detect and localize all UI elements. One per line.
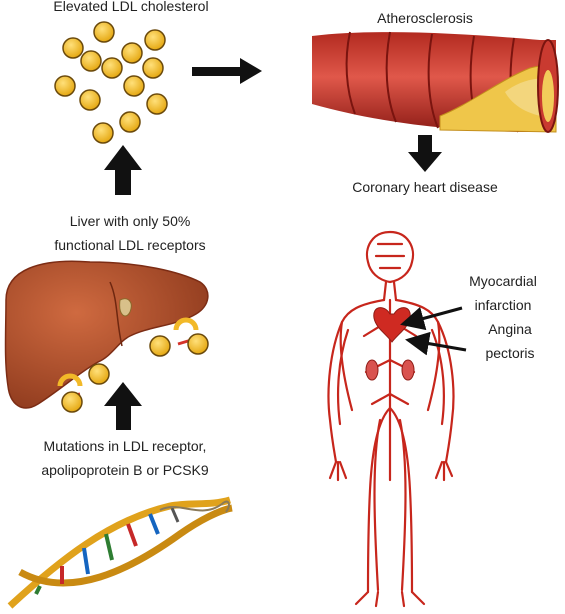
arrow-angina-pectoris <box>405 331 467 356</box>
arrow-up-liver-to-ldl <box>104 145 142 195</box>
ldl-particle-icon <box>101 57 123 79</box>
elevated-ldl-label: Elevated LDL cholesterol <box>53 0 209 14</box>
ldl-particle-icon <box>79 89 101 111</box>
angina-pectoris-label-line2: pectoris <box>485 345 535 361</box>
ldl-particle-icon <box>146 93 168 115</box>
ldl-particle-icon <box>187 333 209 355</box>
ldl-particle-icon <box>144 29 166 51</box>
ldl-particle-icon <box>119 111 141 133</box>
ldl-particle-icon <box>149 335 171 357</box>
ldl-particle-icon <box>93 21 115 43</box>
angina-pectoris-label-line1: Angina <box>488 321 532 337</box>
liver-label-line2: functional LDL receptors <box>54 237 206 253</box>
mutations-label-line1: Mutations in LDL receptor, <box>43 438 207 454</box>
ldl-particle-cluster <box>54 21 168 144</box>
ldl-particle-icon <box>61 391 83 413</box>
mutations-label-line2: apolipoprotein B or PCSK9 <box>41 462 209 478</box>
ldl-particle-icon <box>123 75 145 97</box>
kidney-icon <box>401 359 415 381</box>
arrow-myocardial-infarction <box>400 306 463 331</box>
dna-helix-illustration <box>7 496 233 609</box>
arrow-down <box>408 135 442 172</box>
liver-label-line1: Liver with only 50% <box>69 213 191 229</box>
ldl-particle-icon <box>80 50 102 72</box>
ldl-particle-icon <box>54 75 76 97</box>
body-circulatory-illustration <box>327 230 455 608</box>
kidney-icon <box>365 359 379 381</box>
ldl-particle-icon <box>88 363 110 385</box>
arrow-right <box>192 58 262 84</box>
ldl-particle-icon <box>92 122 114 144</box>
liver-illustration <box>4 260 209 413</box>
myocardial-infarction-label-line2: infarction <box>474 297 532 313</box>
arrow-up-mutations-to-liver <box>104 382 142 430</box>
artery-illustration <box>312 31 559 133</box>
ldl-particle-icon <box>142 57 164 79</box>
coronary-heart-disease-label: Coronary heart disease <box>352 179 498 195</box>
ldl-particle-icon <box>62 37 84 59</box>
ldl-particle-icon <box>121 42 143 64</box>
atherosclerosis-label: Atherosclerosis <box>377 10 473 26</box>
myocardial-infarction-label-line1: Myocardial <box>469 273 537 289</box>
